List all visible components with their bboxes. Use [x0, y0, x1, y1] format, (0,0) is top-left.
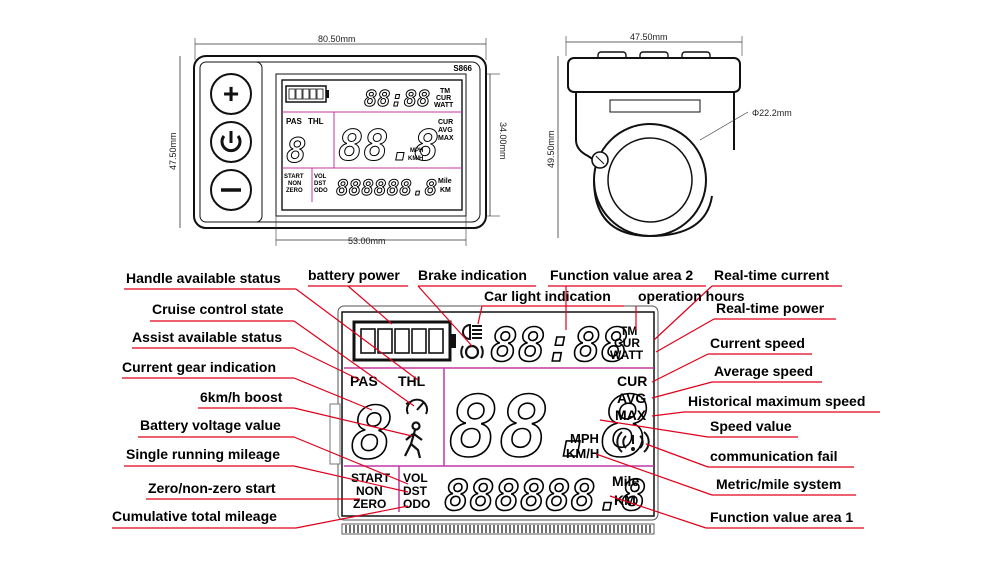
lcd-tm: TM — [620, 324, 637, 338]
plus-button-icon — [210, 73, 252, 115]
screen-height-dimension: 34.00mm — [498, 122, 508, 160]
label-handle-available-status: Handle available status — [126, 270, 281, 286]
label-communication-fail: communication fail — [710, 448, 838, 464]
lcd-cur-top: CUR — [614, 336, 640, 350]
lcd-vol: VOL — [403, 471, 428, 485]
mini-odo: ODO — [314, 188, 328, 194]
gear-value: 8 — [350, 391, 393, 475]
mini-speed-avg: AVG — [438, 127, 453, 134]
callout-lines — [112, 285, 880, 529]
side-view-drawing: 47.50mm 49.50mm Φ22.2mm — [546, 32, 792, 238]
mini-cur: CUR — [436, 95, 451, 102]
lcd-mph: MPH — [570, 431, 599, 446]
front-view-drawing: 80.50mm 47.50mm + S866 88:88 TM CUR — [168, 34, 508, 246]
callout-labels: Handle available status battery power Br… — [112, 267, 865, 525]
mini-mile: Mile — [438, 178, 452, 185]
mini-pas: PAS — [286, 117, 303, 126]
walk-boost-icon — [404, 421, 423, 459]
mini-speed: 88.8 — [338, 121, 439, 170]
brake-icon — [460, 344, 484, 360]
width-dimension: 80.50mm — [318, 34, 356, 44]
lcd-kmh: KM/H — [566, 446, 599, 461]
lcd-mile: Mile — [612, 473, 639, 489]
mini-vol: VOL — [314, 174, 327, 180]
mini-function-value-2: 88:88 — [364, 87, 430, 112]
communication-fail-icon — [616, 431, 650, 453]
lcd-thl: THL — [398, 373, 426, 389]
label-cumulative-total-mileage: Cumulative total mileage — [112, 508, 277, 524]
mini-km: KM — [440, 187, 451, 194]
side-height-dimension: 49.50mm — [546, 130, 556, 168]
label-brake-indication: Brake indication — [418, 267, 527, 283]
label-battery-voltage-value: Battery voltage value — [140, 417, 281, 433]
mini-thl: THL — [308, 117, 324, 126]
mini-zero: ZERO — [286, 188, 303, 194]
lcd-dst: DST — [403, 484, 428, 498]
mini-start: START — [284, 174, 304, 180]
label-real-time-power: Real-time power — [716, 300, 825, 316]
label-cruise-control-state: Cruise control state — [152, 301, 284, 317]
label-single-running-mileage: Single running mileage — [126, 446, 280, 462]
lcd-odo: ODO — [403, 497, 430, 511]
label-battery-power: battery power — [308, 267, 400, 283]
lcd-non: NON — [356, 484, 383, 498]
label-speed-value: Speed value — [710, 418, 792, 434]
speed-value: 88.8 — [448, 378, 650, 476]
mini-gear: 8 — [286, 131, 306, 171]
lcd-speed-cur: CUR — [617, 373, 647, 389]
screen-width-dimension: 53.00mm — [348, 236, 386, 246]
lcd-panel: 88:88 TM CUR WATT PAS THL 8 88.8 CUR AVG… — [329, 305, 659, 535]
mini-function-value-1: 888888.8 — [336, 176, 437, 200]
mini-dst: DST — [314, 181, 326, 187]
label-car-light-indication: Car light indication — [484, 288, 611, 304]
label-operation-hours: operation hours — [638, 288, 745, 304]
label-average-speed: Average speed — [714, 363, 813, 379]
label-real-time-current: Real-time current — [714, 267, 829, 283]
model-label: S866 — [453, 64, 472, 73]
mini-kmh: KM/H — [408, 156, 423, 162]
lcd-start: START — [351, 471, 391, 485]
plus-symbol: + — [223, 78, 239, 109]
lcd-pas: PAS — [350, 373, 378, 389]
mini-speed-max: MAX — [438, 135, 454, 142]
diameter-dimension: Φ22.2mm — [752, 108, 792, 118]
label-metric-mile-system: Metric/mile system — [716, 476, 841, 492]
mini-speed-cur: CUR — [438, 119, 453, 126]
battery-icon — [352, 320, 456, 362]
mini-watt: WATT — [434, 102, 454, 109]
lcd-km: KM — [614, 492, 636, 508]
lcd-speed-max: MAX — [615, 407, 647, 423]
height-dimension: 47.50mm — [168, 132, 178, 170]
function-value-1: 888888.8 — [444, 471, 646, 520]
label-current-gear-indication: Current gear indication — [122, 359, 276, 375]
mini-non: NON — [288, 181, 301, 187]
label-function-value-area-2: Function value area 2 — [550, 267, 693, 283]
label-current-speed: Current speed — [710, 335, 805, 351]
lcd-zero: ZERO — [353, 497, 386, 511]
label-assist-available-status: Assist available status — [132, 329, 282, 345]
mini-tm: TM — [440, 88, 450, 95]
label-historical-maximum-speed: Historical maximum speed — [688, 393, 865, 409]
function-value-2: 88:88 — [490, 318, 628, 372]
car-light-icon — [462, 323, 482, 341]
lcd-watt: WATT — [610, 348, 644, 362]
side-width-dimension: 47.50mm — [630, 32, 668, 42]
label-function-value-area-1: Function value area 1 — [710, 509, 853, 525]
label-zero-non-zero-start: Zero/non-zero start — [148, 480, 276, 496]
lcd-speed-avg: AVG — [617, 390, 646, 406]
mini-mph: MPH — [410, 148, 423, 154]
label-6kmh-boost: 6km/h boost — [200, 389, 283, 405]
